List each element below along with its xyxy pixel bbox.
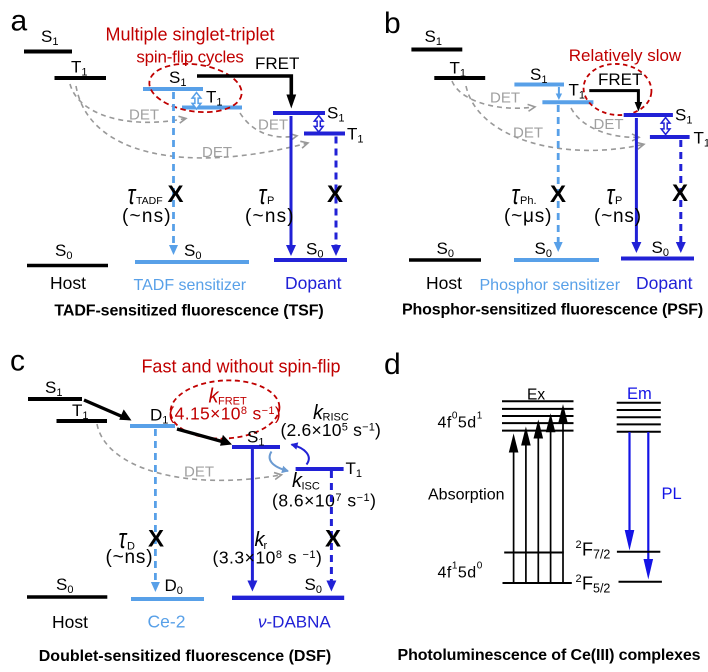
svg-text:(~ns): (~ns) [122, 206, 172, 227]
svg-text:P: P [267, 195, 274, 207]
svg-text:Em: Em [627, 385, 652, 403]
svg-text:4f15d0: 4f15d0 [438, 561, 483, 582]
svg-text:DET: DET [513, 125, 543, 142]
svg-text:DET: DET [594, 116, 624, 133]
svg-text:Host: Host [52, 612, 88, 632]
svg-text:(2.6×105 s−1): (2.6×105 s−1) [281, 420, 382, 440]
svg-text:ν-DABNA: ν-DABNA [258, 613, 331, 632]
svg-text:P: P [615, 195, 622, 207]
svg-text:DET: DET [129, 107, 159, 124]
svg-text:ISC: ISC [302, 481, 320, 493]
svg-text:FRET: FRET [218, 396, 247, 408]
svg-text:Absorption: Absorption [428, 487, 505, 504]
svg-text:Fast and without spin-flip: Fast and without spin-flip [141, 357, 340, 377]
svg-text:τ: τ [128, 179, 137, 211]
svg-text:k: k [313, 402, 324, 424]
svg-text:PL: PL [662, 485, 682, 503]
svg-text:X: X [167, 181, 183, 208]
svg-text:X: X [672, 180, 688, 207]
svg-text:2: 2 [576, 539, 582, 551]
svg-text:DET: DET [258, 117, 288, 134]
svg-text:τ: τ [259, 179, 268, 211]
svg-text:Doublet-sensitized fluorescenc: Doublet-sensitized fluorescence (DSF) [39, 648, 332, 665]
svg-text:(~ns): (~ns) [245, 206, 295, 227]
svg-text:(~μs): (~μs) [504, 206, 552, 227]
svg-text:τ: τ [607, 179, 616, 211]
svg-text:spin-flip cycles: spin-flip cycles [136, 48, 243, 67]
svg-text:X: X [148, 526, 164, 553]
svg-text:c: c [10, 345, 25, 378]
svg-text:X: X [327, 181, 343, 208]
svg-text:TADF sensitizer: TADF sensitizer [134, 277, 247, 294]
svg-text:(3.3×108 s −1): (3.3×108 s −1) [213, 548, 323, 568]
svg-text:k: k [292, 470, 303, 492]
svg-text:Phosphor-sensitized fluorescen: Phosphor-sensitized fluorescence (PSF) [402, 302, 703, 319]
svg-text:(4.15×108 s−1): (4.15×108 s−1) [169, 404, 282, 424]
svg-text:τ: τ [119, 523, 128, 555]
svg-text:k: k [255, 529, 266, 551]
svg-text:d: d [384, 348, 401, 381]
svg-text:Dopant: Dopant [636, 273, 693, 293]
svg-text:Host: Host [50, 273, 86, 293]
svg-text:X: X [550, 181, 566, 208]
svg-text:Relatively slow: Relatively slow [569, 46, 682, 65]
svg-text:r: r [264, 540, 268, 552]
svg-text:Ph.: Ph. [520, 195, 537, 207]
svg-text:k: k [209, 386, 220, 408]
svg-text:Dopant: Dopant [285, 273, 342, 293]
svg-text:Multiple singlet-triplet: Multiple singlet-triplet [105, 25, 274, 45]
svg-text:a: a [11, 5, 28, 38]
svg-text:(~ns): (~ns) [594, 206, 642, 227]
svg-text:TADF-sensitized fluorescence (: TADF-sensitized fluorescence (TSF) [54, 303, 323, 320]
svg-text:Photoluminescence of Ce(III) c: Photoluminescence of Ce(III) complexes [398, 647, 701, 664]
svg-text:2: 2 [576, 573, 582, 585]
svg-text:X: X [325, 526, 341, 553]
svg-text:b: b [384, 7, 401, 40]
svg-text:FRET: FRET [255, 54, 299, 73]
svg-text:DET: DET [490, 90, 520, 107]
svg-text:τ: τ [512, 179, 521, 211]
svg-text:FRET: FRET [598, 70, 642, 89]
svg-text:Phosphor sensitizer: Phosphor sensitizer [480, 277, 621, 294]
svg-text:4f05d1: 4f05d1 [438, 411, 483, 432]
svg-text:(~ns): (~ns) [106, 547, 154, 568]
svg-text:Host: Host [426, 273, 462, 293]
svg-text:(8.6×107 s−1): (8.6×107 s−1) [272, 491, 376, 511]
svg-text:DET: DET [184, 464, 214, 481]
svg-text:Ce-2: Ce-2 [148, 612, 186, 632]
svg-text:TADF: TADF [136, 195, 163, 207]
svg-text:Ex: Ex [527, 387, 545, 404]
svg-text:RISC: RISC [323, 412, 349, 424]
svg-text:D: D [127, 541, 135, 553]
